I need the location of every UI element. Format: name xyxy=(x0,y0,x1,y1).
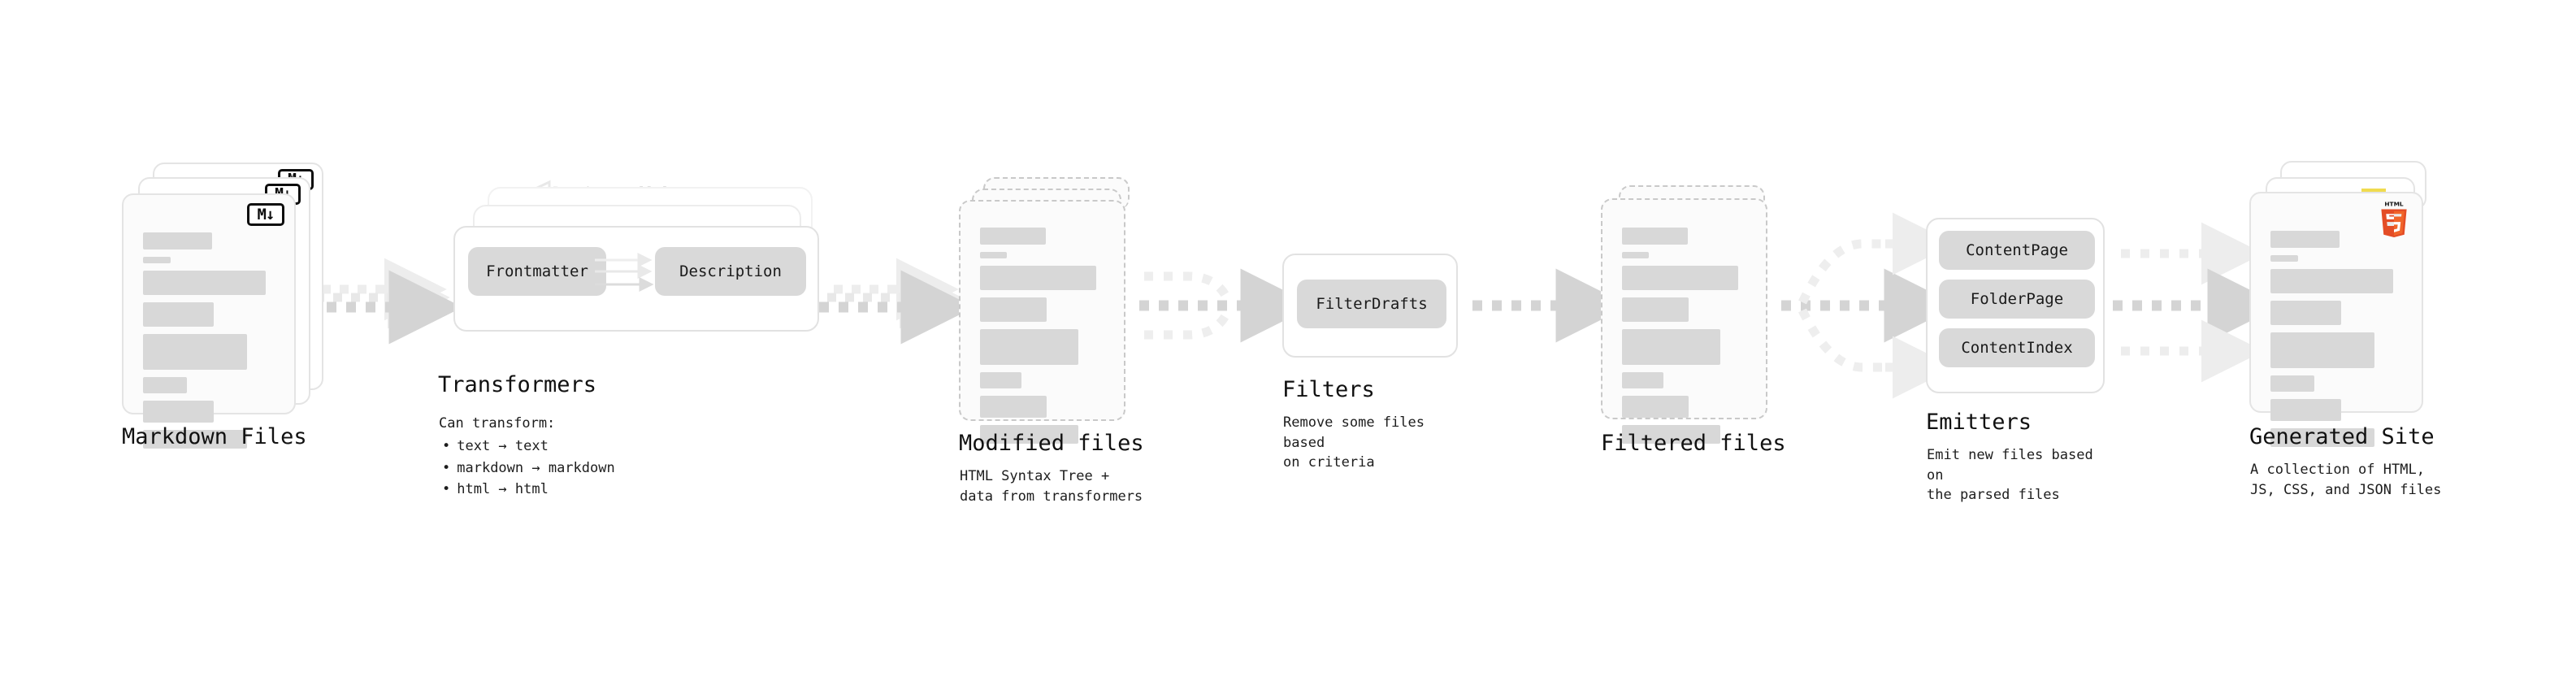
content-bar xyxy=(1622,228,1688,245)
content-bar xyxy=(143,302,214,327)
transformers-capability-list: Can transform: text → text markdown → ma… xyxy=(439,413,615,500)
transformer-box-front: Frontmatter Description xyxy=(453,226,819,332)
content-bar xyxy=(2270,231,2340,248)
connector-modified-to-filters xyxy=(1139,268,1315,343)
stage-subtitle-emitters: Emit new files based on the parsed files xyxy=(1927,447,2093,504)
connector-md-to-transformers xyxy=(307,258,463,345)
content-bar xyxy=(1622,266,1738,290)
content-bar xyxy=(980,228,1046,245)
html5-icon: HTML xyxy=(2378,200,2410,237)
stage-title-markdown-files: Markdown Files xyxy=(122,424,307,449)
generated-site-file-stack: CSS HTML xyxy=(2249,161,2452,447)
transformers-box-stack: Frontmatter Description xyxy=(439,187,829,341)
filters-box: FilterDrafts xyxy=(1282,254,1458,358)
markdown-card-front: M↓ xyxy=(122,193,296,449)
markdown-file-stack: M↓ M↓ M↓ xyxy=(122,163,325,449)
content-bar xyxy=(980,266,1096,290)
content-bar xyxy=(1622,297,1689,322)
modified-file-stack xyxy=(959,177,1146,444)
stage-emitters: ContentPage FolderPage ContentIndex Emit… xyxy=(1926,218,2105,503)
stage-title-modified-files: Modified files xyxy=(959,431,1144,456)
content-bar xyxy=(143,334,247,370)
bullet-item: markdown → markdown xyxy=(439,458,614,479)
transformers-bullet-list: text → text markdown → markdown html → h… xyxy=(439,436,615,500)
stage-title-generated-site: Generated Site xyxy=(2249,424,2435,449)
content-bar xyxy=(143,401,214,423)
content-bar xyxy=(143,257,171,263)
stage-filters: FilterDrafts Filters Remove some files b… xyxy=(1282,254,1458,471)
emitters-box: ContentPage FolderPage ContentIndex xyxy=(1926,218,2105,393)
connector-transformers-to-modified xyxy=(819,258,975,345)
content-bar xyxy=(980,329,1078,365)
content-bar xyxy=(2270,301,2341,325)
md-badge-front: M↓ xyxy=(247,203,284,226)
stage-generated-site: CSS HTML xyxy=(2249,161,2452,498)
stage-markdown-files: M↓ M↓ M↓ Markdown Files xyxy=(122,163,325,449)
content-bar xyxy=(1622,252,1649,258)
modified-card-content xyxy=(980,228,1106,451)
transformer-inner-arrows xyxy=(595,253,654,292)
html5-icon-svg: HTML xyxy=(2381,200,2407,237)
content-bar xyxy=(1622,372,1664,388)
emitter-pill-contentpage[interactable]: ContentPage xyxy=(1939,231,2095,270)
content-bar xyxy=(1622,329,1720,365)
filter-pill-filterdrafts[interactable]: FilterDrafts xyxy=(1297,280,1446,328)
stage-title-filters: Filters xyxy=(1282,377,1375,402)
modified-card-front xyxy=(959,200,1125,444)
content-bar xyxy=(1622,396,1689,418)
site-card-front: HTML xyxy=(2249,192,2423,447)
markdown-card-content xyxy=(143,232,276,456)
transformer-pill-description[interactable]: Description xyxy=(655,247,806,296)
content-bar xyxy=(2270,332,2374,368)
stage-title-filtered-files: Filtered files xyxy=(1601,431,1786,456)
content-bar xyxy=(143,377,188,393)
content-bar xyxy=(2270,269,2393,293)
stage-modified-files: Modified files HTML Syntax Tree + data f… xyxy=(959,177,1146,505)
content-bar xyxy=(2270,255,2299,262)
filtered-card-content xyxy=(1622,228,1748,451)
transformers-list-lead: Can transform: xyxy=(439,415,556,432)
content-bar xyxy=(2270,375,2315,392)
stage-title-transformers: Transformers xyxy=(438,372,597,397)
content-bar xyxy=(980,252,1007,258)
stage-transformers: Run in parallel Frontmatter Description xyxy=(438,184,829,497)
transformer-pill-frontmatter[interactable]: Frontmatter xyxy=(468,247,606,296)
content-bar xyxy=(2270,428,2374,447)
stage-subtitle-generated-site: A collection of HTML, JS, CSS, and JSON … xyxy=(2250,462,2442,498)
bullet-item: html → html xyxy=(439,479,615,500)
filtered-card-front xyxy=(1601,198,1767,444)
content-bar xyxy=(980,396,1047,418)
svg-text:HTML: HTML xyxy=(2384,200,2404,207)
content-bar xyxy=(980,297,1047,322)
content-bar xyxy=(143,232,213,249)
content-bar xyxy=(1622,425,1720,444)
stage-subtitle-modified-files: HTML Syntax Tree + data from transformer… xyxy=(960,468,1143,505)
content-bar xyxy=(980,425,1078,444)
connector-emitters-to-site xyxy=(2113,222,2282,383)
emitter-pill-folderpage[interactable]: FolderPage xyxy=(1939,280,2095,319)
stage-title-emitters: Emitters xyxy=(1926,410,2032,435)
stage-filtered-files: Filtered files xyxy=(1601,185,1788,456)
content-bar xyxy=(980,372,1022,388)
stage-subtitle-filters: Remove some files based on criteria xyxy=(1283,414,1425,471)
content-bar xyxy=(2270,399,2341,421)
emitter-pill-contentindex[interactable]: ContentIndex xyxy=(1939,328,2095,367)
connector-filtered-to-emitters xyxy=(1781,212,1958,399)
site-card-content xyxy=(2270,231,2404,454)
bullet-item: text → text xyxy=(439,436,615,457)
content-bar xyxy=(143,430,247,449)
content-bar xyxy=(143,271,266,295)
filtered-file-stack xyxy=(1601,185,1788,444)
